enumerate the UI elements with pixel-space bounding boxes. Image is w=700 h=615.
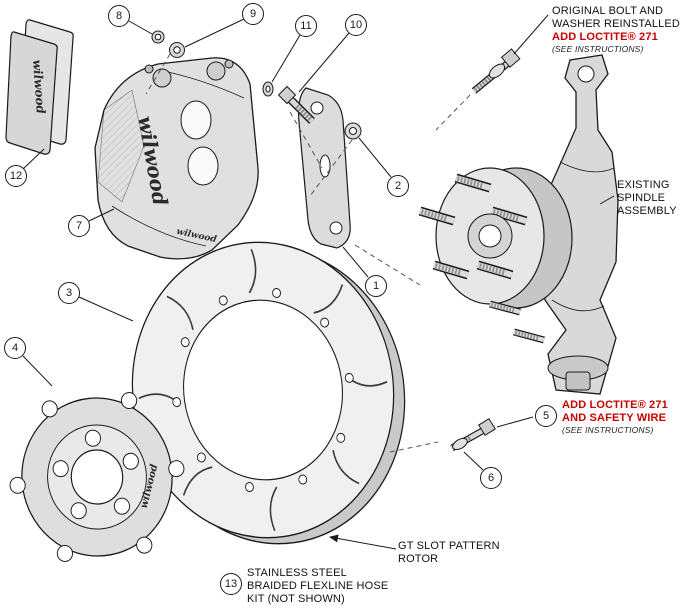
original-bolt [471, 48, 521, 94]
label-line: EXISTING [617, 179, 670, 191]
label-line: KIT (NOT SHOWN) [247, 593, 345, 605]
callout-10: 10 [345, 14, 367, 36]
rotor-center-opening [183, 299, 343, 481]
caliper-pad-zone [97, 89, 145, 203]
callout-7: 7 [68, 215, 90, 237]
rotor [131, 241, 395, 539]
callout-6: 6 [480, 467, 502, 489]
caliper-mount-stud [489, 300, 521, 316]
hat-lug-holes [52, 429, 139, 520]
knuckle-body [537, 54, 619, 395]
brake-pad-front [5, 31, 58, 155]
bracket-hole [329, 221, 343, 235]
label-line-instructions: (SEE INSTRUCTIONS) [552, 44, 644, 54]
brake-pads: wilwood [5, 19, 74, 155]
callout-9: 9 [242, 3, 264, 25]
crossover-tube [152, 68, 172, 88]
wheel-stud [476, 260, 514, 280]
rotor-hat [9, 392, 185, 562]
spindle-assembly [418, 54, 619, 395]
callout-8: 8 [108, 5, 130, 27]
bolt-item-10 [277, 85, 315, 124]
wilwood-script-pad: wilwood [30, 59, 48, 115]
wheel-stud [418, 206, 456, 226]
wheel-stud [490, 206, 528, 226]
callout-4: 4 [4, 337, 26, 359]
label-line: ORIGINAL BOLT AND [552, 5, 664, 17]
label-existing-spindle: EXISTING SPINDLE ASSEMBLY [617, 179, 677, 218]
label-line: WASHER REINSTALLED [552, 18, 681, 30]
hub-center-hole [478, 224, 502, 248]
callout-12: 12 [5, 165, 27, 187]
label-line: ASSEMBLY [617, 205, 677, 217]
hat-scallops [9, 392, 185, 562]
callout-11: 11 [295, 15, 317, 37]
pin-item-11 [262, 81, 274, 97]
label-flexline-hose-kit: STAINLESS STEEL BRAIDED FLEXLINE HOSE KI… [247, 567, 388, 606]
wheel-studs [418, 173, 545, 344]
caliper: wilwood wilwood [94, 57, 259, 260]
bracket-hole [310, 101, 324, 115]
leader-lines [22, 14, 615, 550]
assembly-axis-lines [145, 53, 471, 453]
label-line: SPINDLE [617, 192, 666, 204]
label-line-red: ADD LOCTITE® 271 [562, 399, 668, 411]
callout-3: 3 [58, 282, 80, 304]
hat-register-hole [70, 449, 124, 505]
label-line: GT SLOT PATTERN [398, 540, 500, 552]
washer-item-8 [151, 30, 165, 44]
washer-item-2 [344, 122, 362, 140]
label-line-instructions: (SEE INSTRUCTIONS) [562, 425, 654, 435]
piston-bore [187, 146, 219, 186]
safety-wire-bolt-items-5-6 [450, 418, 496, 452]
knuckle-top-hole [577, 65, 595, 83]
bleed-screw [144, 64, 154, 74]
callout-5: 5 [535, 405, 557, 427]
ball-joint-stud [565, 371, 591, 391]
crossover-tube [206, 61, 226, 81]
label-line: STAINLESS STEEL [247, 567, 347, 579]
label-original-bolt-note: ORIGINAL BOLT AND WASHER REINSTALLED ADD… [552, 5, 680, 55]
piston-bore [180, 100, 212, 140]
caliper-mount-stud [513, 328, 545, 344]
label-line-red: AND SAFETY WIRE [562, 412, 667, 424]
callout-2: 2 [387, 175, 409, 197]
wheel-stud [454, 173, 492, 193]
washer-item-9 [169, 42, 185, 58]
label-line: BRAIDED FLEXLINE HOSE [247, 580, 389, 592]
caliper-bracket [298, 87, 351, 249]
callout-13: 13 [220, 573, 242, 595]
callout-1: 1 [365, 275, 387, 297]
wheel-stud [432, 260, 470, 280]
bleed-screw [224, 59, 234, 69]
bracket-slot [319, 154, 331, 178]
label-loctite-safety-wire: ADD LOCTITE® 271 AND SAFETY WIRE (SEE IN… [562, 399, 668, 436]
label-line-red: ADD LOCTITE® 271 [552, 31, 658, 43]
label-line: ROTOR [398, 553, 439, 565]
rotor-mount-holes [172, 287, 354, 493]
label-gt-slot-rotor: GT SLOT PATTERN ROTOR [398, 540, 500, 566]
